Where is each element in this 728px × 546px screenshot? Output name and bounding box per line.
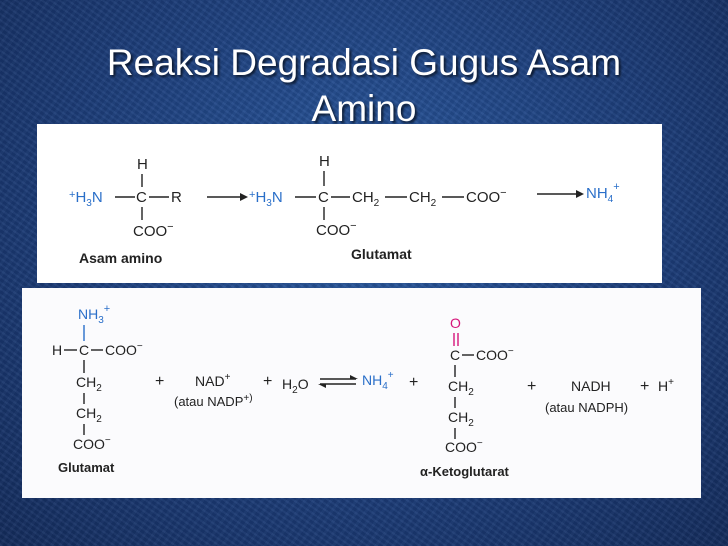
ammonium-product: NH4+ (586, 181, 620, 205)
reaction-scheme-1: H +H3N C R COO− Asam amino H +H3N C (69, 153, 620, 266)
h-atom: H (319, 153, 330, 170)
arrow-head (240, 193, 248, 201)
keto-carbon: C (450, 347, 460, 363)
nadp-alternative: (atau NADP+) (174, 393, 253, 409)
carboxylate: COO− (476, 346, 514, 363)
reaction-panel-deamination: NH3+ H C COO− CH2 CH2 COO− Glutamat + NA… (22, 288, 701, 498)
r-group: R (171, 189, 182, 206)
plus-sign: + (409, 374, 418, 391)
h3n-group: +H3N (249, 189, 283, 209)
h3n-group: +H3N (69, 189, 103, 209)
nad: NAD+ (195, 372, 231, 389)
alpha-carbon: C (79, 342, 89, 358)
proton: H+ (658, 377, 674, 394)
alpha-carbon: C (318, 189, 329, 206)
arrow-head (576, 190, 584, 198)
ch2-group: CH2 (448, 409, 474, 429)
label-asam-amino: Asam amino (79, 250, 162, 266)
carboxylate: COO− (105, 341, 143, 358)
label-glutamat: Glutamat (351, 246, 412, 262)
ammonium-product: NH4+ (362, 370, 394, 392)
h-atom: H (52, 342, 62, 358)
plus-sign: + (263, 373, 272, 390)
carboxylate: COO− (316, 220, 357, 239)
nh3-group: NH3+ (78, 303, 110, 326)
carboxylate: COO− (133, 221, 174, 240)
reaction-scheme-2: NH3+ H C COO− CH2 CH2 COO− Glutamat + NA… (52, 303, 674, 479)
plus-sign: + (527, 378, 536, 395)
carboxylate: COO− (73, 435, 111, 452)
alpha-carbon: C (136, 189, 147, 206)
ch2-group: CH2 (76, 405, 102, 425)
h-atom: H (137, 156, 148, 173)
water: H2O (282, 376, 309, 396)
arrow-head (350, 375, 358, 379)
plus-sign: + (155, 373, 164, 390)
nadh: NADH (571, 378, 611, 394)
ch2-group: CH2 (352, 189, 380, 209)
label-glutamat: Glutamat (58, 460, 115, 475)
ch2-group: CH2 (448, 378, 474, 398)
reaction-panel-transamination: H +H3N C R COO− Asam amino H +H3N C (37, 124, 662, 283)
carboxylate: COO− (445, 438, 483, 455)
ch2-group: CH2 (76, 374, 102, 394)
arrow-head (318, 384, 326, 388)
nadph-alternative: (atau NADPH) (545, 400, 628, 415)
keto-oxygen: O (450, 315, 461, 331)
carboxylate: COO− (466, 187, 507, 206)
slide-title: Reaksi Degradasi Gugus Asam Amino (106, 42, 622, 129)
label-ketoglutarat: α-Ketoglutarat (420, 464, 510, 479)
plus-sign: + (640, 378, 649, 395)
ch2-group: CH2 (409, 189, 437, 209)
